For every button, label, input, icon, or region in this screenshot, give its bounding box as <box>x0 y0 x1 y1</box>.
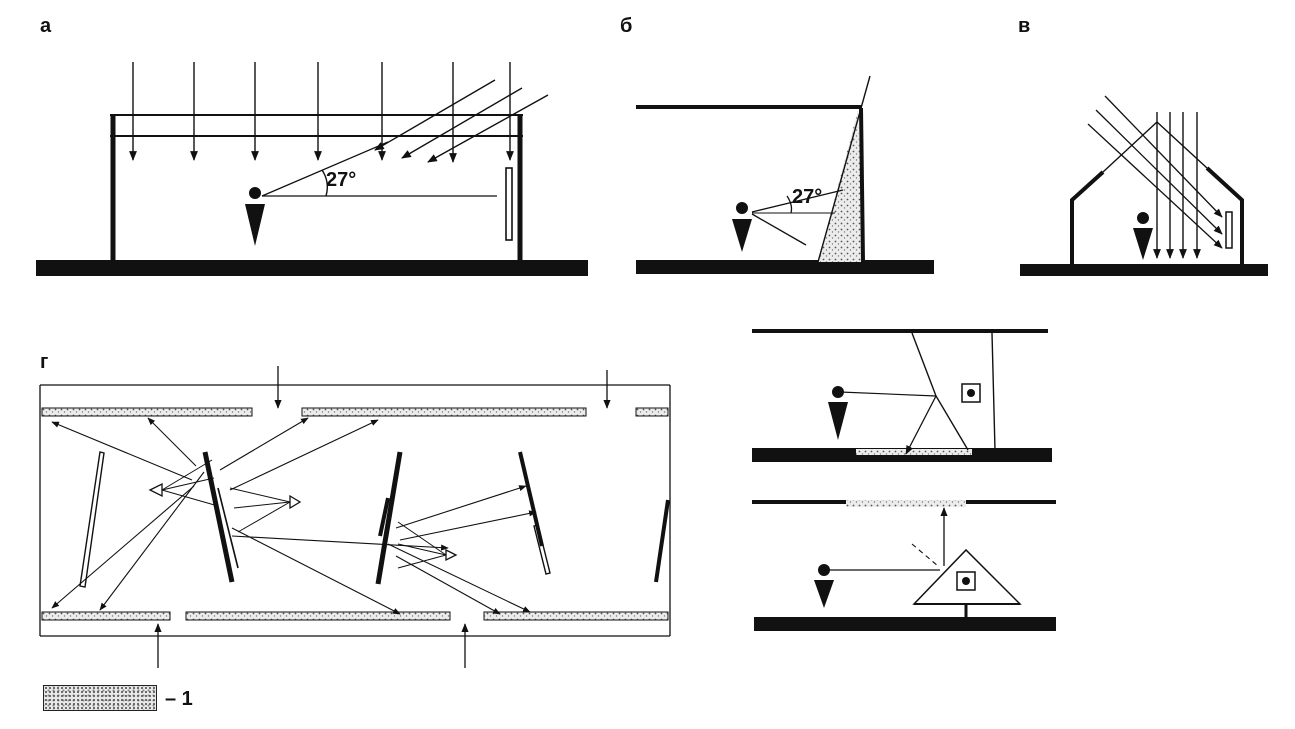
oblique-light-rays-a <box>374 79 549 163</box>
reflection-arrow-upper <box>905 395 937 455</box>
viewer-triangles-plan <box>148 482 458 562</box>
viewer-icon-section-upper <box>828 386 848 440</box>
exhibit-panel-v <box>1225 211 1233 249</box>
entry-arrows-plan <box>154 366 611 668</box>
stippled-wall-b <box>818 110 864 262</box>
angle-label-a: 27° <box>326 169 357 191</box>
sightlines-plan <box>51 417 537 615</box>
panel-a-diagram <box>36 62 588 276</box>
legend-stipple-swatch <box>43 685 157 711</box>
stippled-ceiling-strip-lower <box>846 500 966 507</box>
sightline-lower-b <box>751 213 807 246</box>
display-screens-plan <box>79 451 670 588</box>
exhibit-box-lower <box>956 571 976 591</box>
dashed-ray-lower <box>911 543 939 567</box>
angle-arc-b <box>786 195 793 214</box>
house-right-wall-v <box>1205 166 1244 264</box>
panel-g-diagram <box>39 366 671 668</box>
vertical-light-rays-v <box>1153 112 1201 259</box>
oblique-light-rays-v <box>1087 95 1223 249</box>
section-upper-diagram <box>752 329 1052 462</box>
vertical-partition-upper <box>991 332 996 451</box>
panel-label-g: г <box>40 351 49 373</box>
panel-v-diagram <box>1020 95 1268 276</box>
wall-b <box>859 107 865 263</box>
stippled-skylight-strips-bottom <box>41 611 669 621</box>
stippled-skylight-strips-top <box>41 407 669 417</box>
fan-lines-plan <box>161 459 447 569</box>
section-lower-diagram <box>752 500 1056 631</box>
roof-right-v <box>1156 121 1208 169</box>
angle-arc-a <box>321 169 329 197</box>
panel-label-b: б <box>620 15 633 37</box>
panel-label-v: в <box>1018 15 1031 37</box>
roof-left-v <box>1102 121 1158 173</box>
panel-label-a: а <box>40 15 52 37</box>
floor-v <box>1020 264 1268 276</box>
exhibit-box-upper <box>961 383 981 403</box>
angle-label-b: 27° <box>792 186 823 208</box>
viewer-icon-section-lower <box>814 564 834 608</box>
stippled-floor-strip-upper <box>856 449 972 455</box>
sightline-angle-a <box>261 141 389 197</box>
floor-section-lower <box>754 617 1056 631</box>
partition-upper <box>911 332 969 451</box>
house-left-wall-v <box>1070 170 1105 264</box>
glazing-line-b <box>817 75 871 263</box>
floor-a <box>36 260 588 276</box>
viewer-icon-b <box>732 202 752 252</box>
legend-label: – 1 <box>165 688 193 710</box>
sightline-upper-b <box>751 189 844 213</box>
exhibit-panel-a <box>505 167 513 241</box>
sightline-upper <box>839 391 937 397</box>
viewer-icon-v <box>1133 212 1153 260</box>
viewer-icon-a <box>245 187 265 246</box>
floor-b <box>636 260 934 274</box>
panel-b-diagram <box>636 75 934 274</box>
